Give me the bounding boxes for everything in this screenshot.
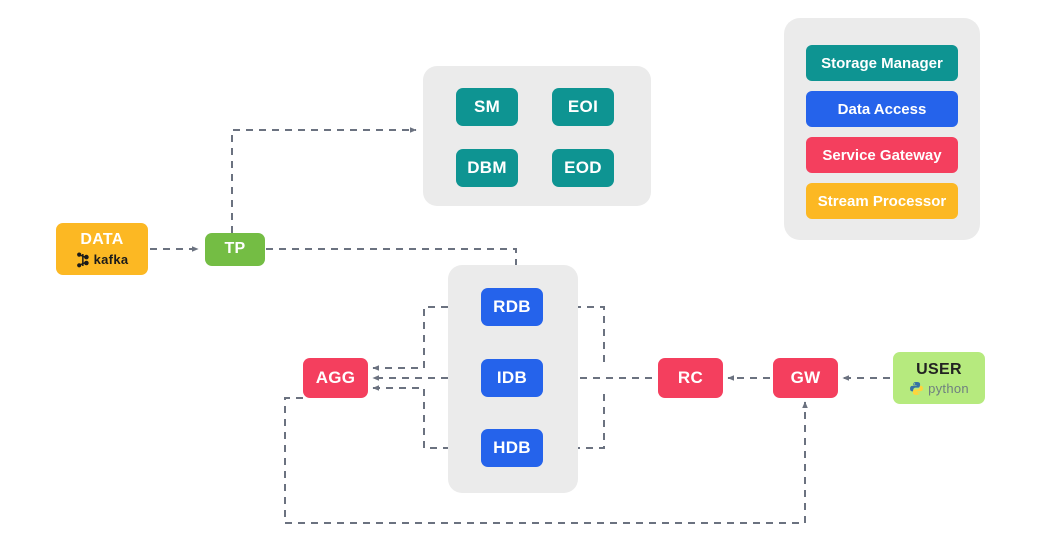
node-dbm[interactable]: DBM xyxy=(456,149,518,187)
legend-item-data-access-label: Data Access xyxy=(837,100,927,118)
node-data-source-label: DATA xyxy=(80,231,124,249)
legend-item-storage-manager-label: Storage Manager xyxy=(821,54,943,72)
node-eod[interactable]: EOD xyxy=(552,149,614,187)
node-tp-label: TP xyxy=(224,240,246,258)
node-gw[interactable]: GW xyxy=(773,358,838,398)
node-dbm-label: DBM xyxy=(467,158,507,178)
legend-item-stream-processor-label: Stream Processor xyxy=(817,192,947,210)
python-logo: python xyxy=(909,381,969,396)
node-hdb-label: HDB xyxy=(493,438,531,458)
node-idb[interactable]: IDB xyxy=(481,359,543,397)
python-label: python xyxy=(928,381,969,397)
legend-item-service-gateway[interactable]: Service Gateway xyxy=(806,137,958,173)
node-user-label: USER xyxy=(916,360,962,378)
legend-item-stream-processor[interactable]: Stream Processor xyxy=(806,183,958,219)
node-rdb-label: RDB xyxy=(493,297,531,317)
legend-item-storage-manager[interactable]: Storage Manager xyxy=(806,45,958,81)
node-tp[interactable]: TP xyxy=(205,233,265,266)
edge-tp-storage xyxy=(231,127,417,233)
node-idb-label: IDB xyxy=(496,368,528,388)
legend-panel: Storage Manager Data Access Service Gate… xyxy=(784,18,980,240)
kafka-label: kafka xyxy=(93,252,129,268)
kafka-logo: kafka xyxy=(76,252,129,268)
node-eoi[interactable]: EOI xyxy=(552,88,614,126)
node-eoi-label: EOI xyxy=(567,97,599,117)
node-rc-label: RC xyxy=(677,368,704,388)
node-data-source[interactable]: DATA kafka xyxy=(56,223,148,275)
node-user[interactable]: USER python xyxy=(893,352,985,404)
node-rc[interactable]: RC xyxy=(658,358,723,398)
legend-item-data-access[interactable]: Data Access xyxy=(806,91,958,127)
node-rdb[interactable]: RDB xyxy=(481,288,543,326)
node-agg-label: AGG xyxy=(315,368,356,388)
node-gw-label: GW xyxy=(790,368,821,388)
node-sm[interactable]: SM xyxy=(456,88,518,126)
node-hdb[interactable]: HDB xyxy=(481,429,543,467)
node-eod-label: EOD xyxy=(564,158,602,178)
legend-item-service-gateway-label: Service Gateway xyxy=(822,146,942,164)
node-sm-label: SM xyxy=(473,97,501,117)
node-agg[interactable]: AGG xyxy=(303,358,368,398)
